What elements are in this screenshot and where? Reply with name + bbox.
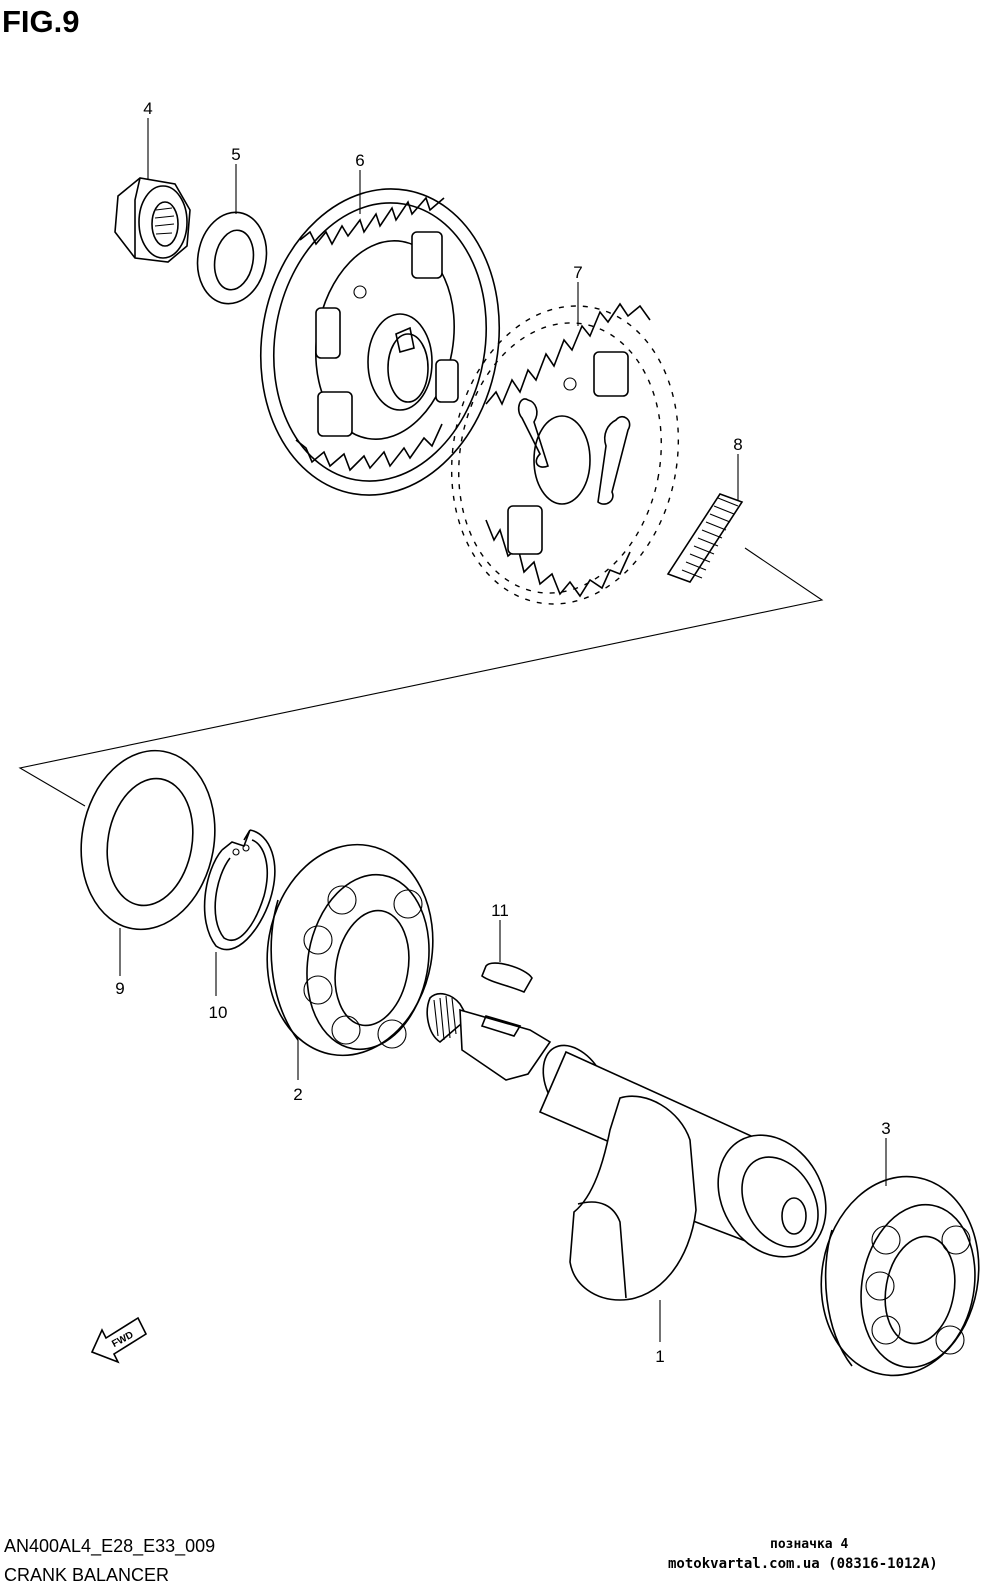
assembly-guide-lines — [18, 547, 824, 807]
driven-gear-part — [450, 302, 680, 605]
callout-10: 10 — [209, 1003, 228, 1022]
callout-4: 4 — [143, 99, 152, 118]
model-code: AN400AL4_E28_E33_009 — [4, 1536, 216, 1556]
nut-part — [114, 177, 191, 263]
callout-3: 3 — [881, 1119, 890, 1138]
callout-9: 9 — [115, 979, 124, 998]
callout-numbers: 4 5 6 7 8 9 10 2 11 3 1 — [115, 99, 890, 1366]
drive-gear-part — [259, 188, 501, 496]
callout-1: 1 — [655, 1347, 664, 1366]
callout-5: 5 — [231, 145, 240, 164]
callout-11: 11 — [491, 901, 509, 920]
figure-title: FIG.9 — [2, 4, 80, 39]
shim-washer-part — [80, 749, 216, 931]
callout-leader-lines — [119, 118, 887, 1342]
circlip-part — [203, 829, 276, 951]
watermark-line-1: позначка 4 — [770, 1537, 849, 1552]
spring-part — [666, 493, 744, 583]
callout-2: 2 — [293, 1085, 302, 1104]
washer-part — [196, 211, 268, 305]
key-part — [481, 962, 533, 994]
crank-balancer-shaft-part — [426, 992, 827, 1301]
callout-7: 7 — [573, 263, 582, 282]
callout-8: 8 — [733, 435, 742, 454]
callout-6: 6 — [355, 151, 364, 170]
section-name: CRANK BALANCER — [4, 1565, 170, 1585]
bearing-left-part — [266, 843, 434, 1057]
watermark-line-2: motokvartal.com.ua (08316-1012A) — [668, 1556, 938, 1572]
fwd-arrow-icon: FWD — [90, 1316, 148, 1364]
bearing-right-part — [820, 1175, 980, 1377]
